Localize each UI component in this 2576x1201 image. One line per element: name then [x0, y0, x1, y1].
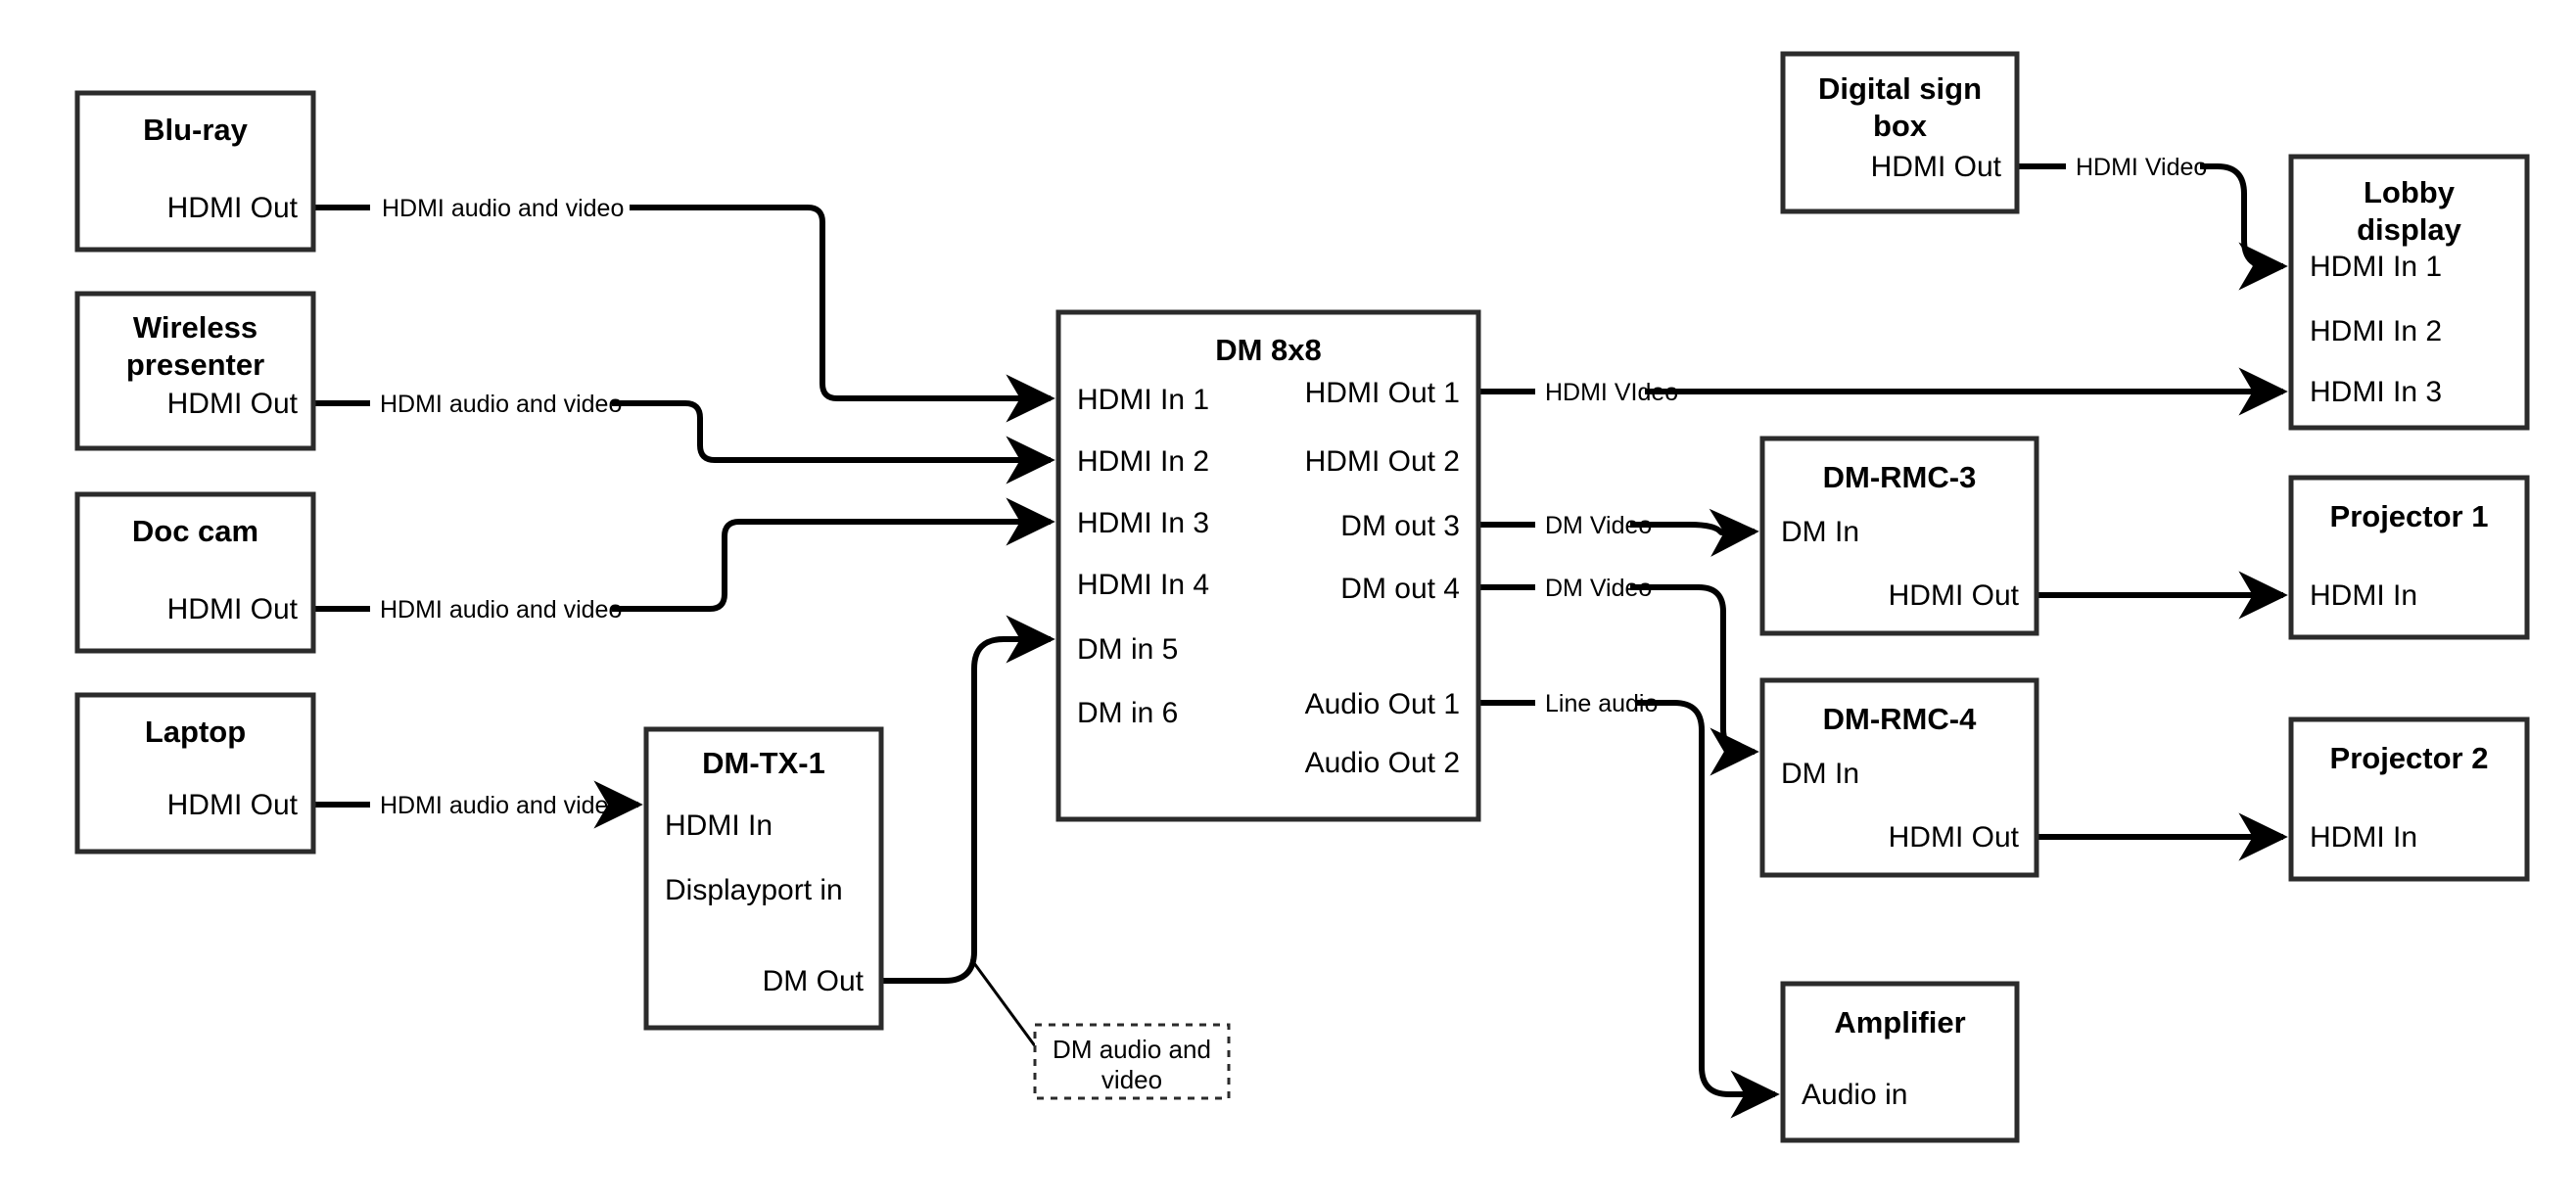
device-lobby-display-frame[interactable] — [2288, 154, 2530, 431]
port-lobby-display-hdmi-in-1: HDMI In 1 — [2310, 251, 2442, 283]
device-lobby-display[interactable]: Lobby display HDMI In 1 HDMI In 2 HDMI I… — [2288, 154, 2530, 431]
device-laptop[interactable]: Laptop HDMI Out — [74, 692, 316, 855]
port-dm-8x8-hdmi-in-1: HDMI In 1 — [1077, 384, 1209, 416]
port-amplifier-audio-in: Audio in — [1802, 1079, 1907, 1111]
device-dm-rmc-3-title: DM-RMC-3 — [1823, 460, 1977, 494]
port-dm-8x8-hdmi-out-2: HDMI Out 2 — [1305, 445, 1460, 478]
edge-label-laptop: HDMI audio and video — [380, 792, 622, 819]
device-dm-rmc-3[interactable]: DM-RMC-3 DM In HDMI Out — [1759, 436, 2039, 636]
device-dm-tx-1-title: DM-TX-1 — [702, 746, 825, 780]
device-projector-1-title: Projector 1 — [2330, 499, 2489, 533]
port-dm-tx-1-dm-out: DM Out — [763, 965, 865, 997]
edge-label-hdmi-video-sign: HDMI Video — [2076, 154, 2207, 181]
port-wireless-presenter-hdmi-out: HDMI Out — [167, 388, 299, 420]
port-dm-8x8-audio-out-2: Audio Out 2 — [1305, 747, 1460, 779]
device-projector-2-frame[interactable] — [2288, 716, 2530, 882]
device-wireless-presenter-frame[interactable] — [74, 291, 316, 451]
port-laptop-hdmi-out: HDMI Out — [167, 789, 299, 821]
device-dm-8x8-title: DM 8x8 — [1215, 333, 1322, 367]
device-digital-sign-box-title-line2: box — [1873, 109, 1928, 143]
device-digital-sign-box-frame[interactable] — [1780, 51, 2020, 214]
device-digital-sign-box[interactable]: Digital sign box HDMI Out — [1780, 51, 2020, 214]
device-digital-sign-box-title-line1: Digital sign — [1818, 71, 1982, 106]
edge-label-doccam: HDMI audio and video — [380, 596, 622, 624]
device-amplifier[interactable]: Amplifier Audio in — [1780, 981, 2020, 1143]
port-dm-tx-1-hdmi-in: HDMI In — [665, 809, 773, 842]
port-lobby-display-hdmi-in-2: HDMI In 2 — [2310, 315, 2442, 347]
port-dm-8x8-audio-out-1: Audio Out 1 — [1305, 688, 1460, 720]
device-dm-8x8-frame[interactable] — [1055, 309, 1481, 822]
port-dm-rmc-4-dm-in: DM In — [1781, 758, 1859, 790]
port-projector-2-hdmi-in: HDMI In — [2310, 821, 2417, 854]
edge-label-line-audio: Line audio — [1545, 690, 1658, 717]
device-laptop-title: Laptop — [145, 715, 246, 749]
device-lobby-display-title-line2: display — [2357, 212, 2462, 247]
device-lobby-display-title-line1: Lobby — [2364, 175, 2456, 209]
connection-signbox-to-lobby-in1[interactable] — [2017, 163, 2283, 266]
callout-leader-line — [969, 958, 1038, 1048]
port-dm-8x8-hdmi-in-4: HDMI In 4 — [1077, 569, 1209, 601]
port-dm-8x8-hdmi-out-1: HDMI Out 1 — [1305, 377, 1460, 409]
port-bluray-hdmi-out: HDMI Out — [167, 192, 299, 224]
port-dm-tx-1-displayport-in: Displayport in — [665, 874, 843, 906]
device-dm-rmc-4-frame[interactable] — [1759, 677, 2039, 878]
connection-dm8x8-to-rmc4[interactable] — [1478, 584, 1755, 752]
callout-label-line1: DM audio and — [1053, 1035, 1211, 1064]
edge-label-bluray: HDMI audio and video — [382, 195, 624, 222]
port-digital-sign-box-hdmi-out: HDMI Out — [1871, 151, 2002, 183]
device-projector-1-frame[interactable] — [2288, 475, 2530, 640]
device-amplifier-frame[interactable] — [1780, 981, 2020, 1143]
device-dm-8x8[interactable]: DM 8x8 HDMI In 1 HDMI In 2 HDMI In 3 HDM… — [1055, 309, 1481, 822]
device-laptop-frame[interactable] — [74, 692, 316, 855]
port-dm-8x8-dm-out-3: DM out 3 — [1340, 510, 1460, 542]
connection-bluray-to-dm8x8[interactable] — [313, 205, 1051, 398]
edge-label-dm-video-4: DM Video — [1545, 575, 1652, 602]
port-lobby-display-hdmi-in-3: HDMI In 3 — [2310, 376, 2442, 408]
device-bluray-title: Blu-ray — [143, 113, 249, 147]
device-dm-rmc-4-title: DM-RMC-4 — [1823, 702, 1977, 736]
port-dm-rmc-3-dm-in: DM In — [1781, 516, 1859, 548]
port-dm-rmc-3-hdmi-out: HDMI Out — [1889, 579, 2020, 612]
device-doc-cam[interactable]: Doc cam HDMI Out — [74, 491, 316, 654]
connection-dm8x8-to-rmc3[interactable] — [1478, 525, 1755, 532]
callout-label-line2: video — [1101, 1065, 1162, 1094]
device-dm-rmc-4[interactable]: DM-RMC-4 DM In HDMI Out — [1759, 677, 2039, 878]
port-dm-8x8-dm-out-4: DM out 4 — [1340, 573, 1460, 605]
device-doc-cam-title: Doc cam — [132, 514, 258, 548]
port-dm-8x8-dm-in-6: DM in 6 — [1077, 697, 1178, 729]
device-projector-1[interactable]: Projector 1 HDMI In — [2288, 475, 2530, 640]
connections-layer — [313, 163, 2283, 1094]
device-wireless-presenter-title-line1: Wireless — [133, 310, 258, 345]
connection-dmtx1-to-dm8x8[interactable] — [881, 615, 1055, 984]
port-dm-8x8-hdmi-in-2: HDMI In 2 — [1077, 445, 1209, 478]
port-dm-rmc-4-hdmi-out: HDMI Out — [1889, 821, 2020, 854]
device-bluray[interactable]: Blu-ray HDMI Out — [74, 90, 316, 253]
connection-dm8x8-to-amplifier[interactable] — [1478, 700, 1775, 1094]
edge-label-hdmi-video-out1: HDMI VIdeo — [1545, 379, 1678, 406]
port-projector-1-hdmi-in: HDMI In — [2310, 579, 2417, 612]
port-dm-8x8-hdmi-in-3: HDMI In 3 — [1077, 507, 1209, 539]
port-doc-cam-hdmi-out: HDMI Out — [167, 593, 299, 625]
device-projector-2[interactable]: Projector 2 HDMI In — [2288, 716, 2530, 882]
device-dm-tx-1-frame[interactable] — [643, 726, 884, 1031]
callout-dm-audio-and-video: DM audio and video — [1033, 1023, 1231, 1100]
edge-label-dm-video-3: DM Video — [1545, 512, 1652, 539]
connection-wireless-to-dm8x8[interactable] — [313, 400, 1051, 460]
device-wireless-presenter-title-line2: presenter — [126, 347, 264, 382]
callout-frame — [1033, 1023, 1231, 1100]
device-amplifier-title: Amplifier — [1834, 1005, 1965, 1039]
device-doc-cam-frame[interactable] — [74, 491, 316, 654]
connection-doccam-to-dm8x8[interactable] — [313, 522, 1051, 612]
edge-labels-layer: HDMI audio and video HDMI audio and vide… — [380, 154, 2207, 819]
device-bluray-frame[interactable] — [74, 90, 316, 253]
device-dm-tx-1[interactable]: DM-TX-1 HDMI In Displayport in DM Out — [643, 726, 884, 1031]
device-dm-rmc-3-frame[interactable] — [1759, 436, 2039, 636]
device-wireless-presenter[interactable]: Wireless presenter HDMI Out — [74, 291, 316, 451]
device-projector-2-title: Projector 2 — [2330, 741, 2489, 775]
edge-label-wireless: HDMI audio and video — [380, 391, 622, 418]
port-dm-8x8-dm-in-5: DM in 5 — [1077, 633, 1178, 666]
